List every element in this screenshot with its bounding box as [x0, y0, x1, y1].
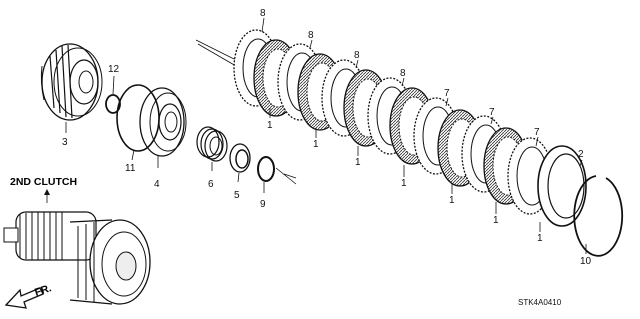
- leader-line: [131, 149, 135, 161]
- callout-10: 10: [580, 256, 592, 267]
- callout-3: 3: [62, 137, 68, 148]
- arrow-up-icon: [44, 189, 50, 195]
- return-spring-part-6: [196, 126, 228, 162]
- callout-1a: 1: [267, 120, 273, 131]
- direction-label: FR.: [33, 282, 53, 299]
- callout-1c: 1: [355, 157, 361, 168]
- section-title: 2ND CLUTCH: [10, 176, 77, 188]
- callout-4: 4: [154, 179, 160, 190]
- callout-5: 5: [234, 190, 240, 201]
- spring-seat-part-5: [229, 143, 251, 173]
- leader-line: [237, 172, 240, 183]
- drawing-code: STK4A0410: [518, 298, 562, 307]
- callout-2: 2: [578, 149, 584, 160]
- clutch-pack: [233, 29, 587, 227]
- callout-7b: 7: [489, 107, 495, 118]
- callout-1f: 1: [493, 215, 499, 226]
- callout-11: 11: [125, 163, 136, 174]
- callout-8a: 8: [260, 8, 266, 19]
- callout-12: 12: [108, 64, 120, 75]
- front-direction-arrow: [4, 287, 44, 309]
- callout-1d: 1: [401, 178, 407, 189]
- clutch-pack-leaders: [261, 17, 587, 254]
- callout-1g: 1: [537, 233, 543, 244]
- piston-part-4: [139, 87, 187, 157]
- callout-8c: 8: [354, 50, 360, 61]
- callout-7c: 7: [534, 127, 540, 138]
- snap-ring-part-12: [105, 94, 121, 114]
- callout-7a: 7: [444, 88, 450, 99]
- callout-1e: 1: [449, 195, 455, 206]
- leader-line: [112, 75, 115, 95]
- assembly-direction-lines: [195, 39, 297, 185]
- o-ring-part-11: [116, 84, 160, 152]
- callout-1b: 1: [313, 139, 319, 150]
- callout-8b: 8: [308, 30, 314, 41]
- clutch-drum-part-3: [40, 43, 103, 121]
- snap-ring-part-10: [573, 175, 624, 257]
- callout-9: 9: [260, 199, 266, 210]
- snap-ring-part-9: [257, 156, 275, 182]
- callout-6: 6: [208, 179, 214, 190]
- clutch-assembly-illustration: [3, 211, 151, 305]
- callout-8d: 8: [400, 68, 406, 79]
